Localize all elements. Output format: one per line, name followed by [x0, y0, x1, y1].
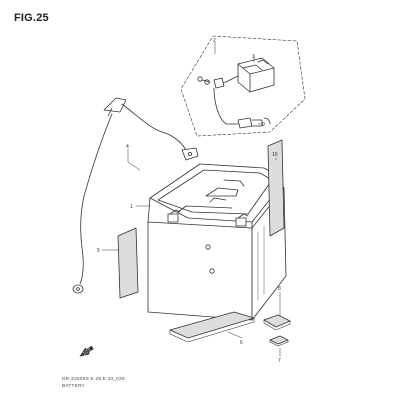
battery-side-pad-left: [117, 227, 139, 299]
battery-cable: [72, 97, 199, 294]
relay-wire-harness: [197, 75, 271, 129]
relay-group-box: [180, 35, 306, 137]
callout-1: 1: [130, 204, 133, 210]
callout-5: 5: [97, 248, 100, 254]
callout-6: 6: [240, 340, 243, 346]
front-arrow-icon: [79, 345, 94, 357]
callout-10: 10: [272, 152, 278, 158]
callout-4: 4: [126, 144, 129, 150]
battery: [147, 163, 287, 321]
callout-3: 3: [252, 54, 255, 60]
callout-9: 9: [262, 122, 265, 128]
figure-title: FIG.25: [14, 12, 49, 24]
callout-2: 2: [213, 38, 216, 44]
callout-8: 8: [278, 286, 281, 292]
battery-side-pad-right: [267, 139, 285, 237]
model-code: DR-Z250K9 E.28,E.33_025: [62, 376, 125, 381]
leader-lines: [101, 41, 281, 357]
figure-caption: BATTERY: [62, 383, 85, 388]
starter-relay: [237, 57, 275, 93]
callout-7: 7: [278, 358, 281, 364]
